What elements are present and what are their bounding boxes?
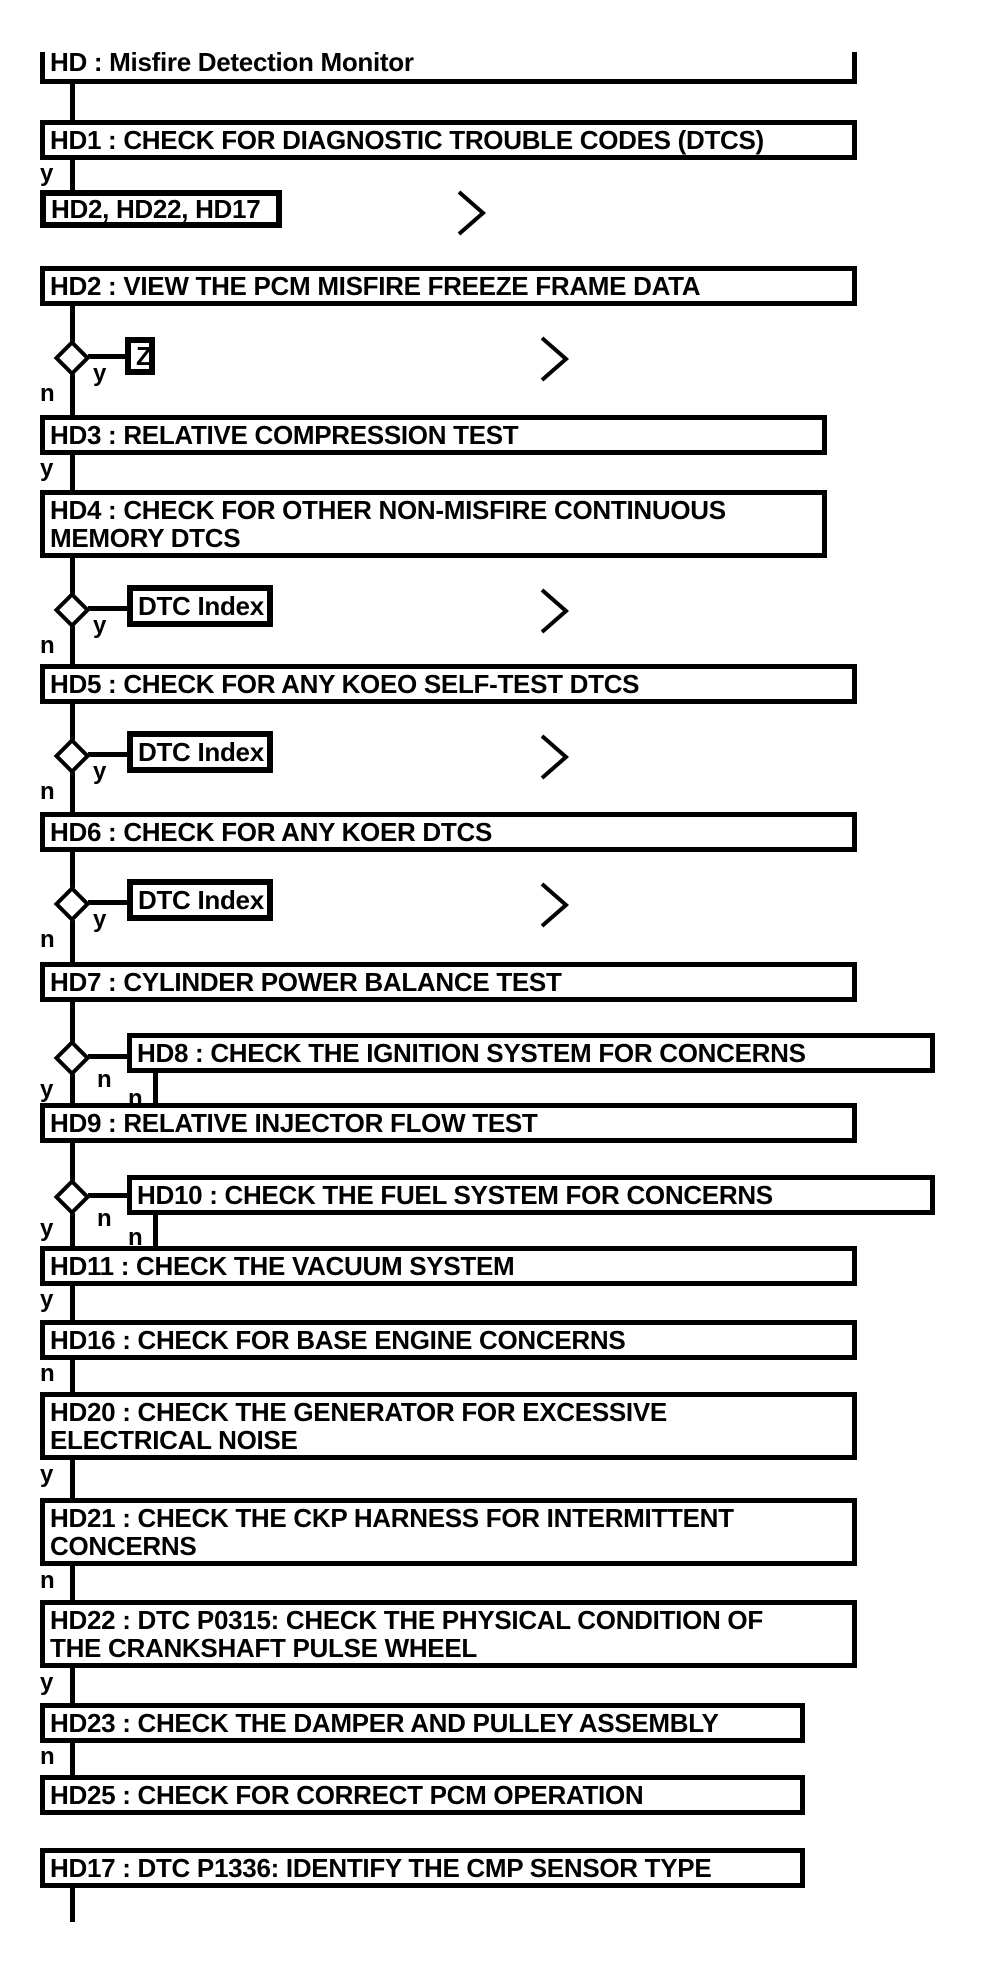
yes-label: y <box>93 360 107 387</box>
connector-line <box>70 84 75 120</box>
connector-line <box>70 1743 75 1777</box>
yes-label: y <box>40 1286 54 1313</box>
node-hd23: HD23 : CHECK THE DAMPER AND PULLEY ASSEM… <box>40 1703 805 1743</box>
yes-label: y <box>93 906 107 933</box>
no-label: n <box>128 1224 143 1251</box>
connector-line <box>70 772 75 814</box>
decision-diamond <box>53 591 91 629</box>
decision-diamond <box>53 885 91 923</box>
no-label: n <box>40 1360 55 1387</box>
node-hd20: HD20 : CHECK THE GENERATOR FOR EXCESSIVE… <box>40 1392 857 1460</box>
connector-line <box>70 1074 75 1105</box>
branch-line <box>88 900 130 905</box>
no-label: n <box>128 1085 143 1112</box>
branch-line <box>88 752 130 757</box>
connector-line <box>70 1360 75 1394</box>
connector-line <box>70 704 75 740</box>
yes-label: y <box>40 1076 54 1103</box>
connector-line <box>70 852 75 888</box>
connector-line <box>70 1668 75 1705</box>
node-hd17: HD17 : DTC P1336: IDENTIFY THE CMP SENSO… <box>40 1848 805 1888</box>
connector-line <box>70 374 75 417</box>
node-dtc-index: DTC Index <box>127 879 273 921</box>
yes-label: y <box>40 455 54 482</box>
branch-line <box>88 1054 130 1059</box>
node-hd22: HD22 : DTC P0315: CHECK THE PHYSICAL CON… <box>40 1600 857 1668</box>
node-hd25: HD25 : CHECK FOR CORRECT PCM OPERATION <box>40 1775 805 1815</box>
decision-diamond <box>53 339 91 377</box>
branch-line <box>88 1193 130 1198</box>
connector-line <box>70 1286 75 1322</box>
no-label: n <box>40 1567 55 1594</box>
branch-line <box>88 606 130 611</box>
node-hd6: HD6 : CHECK FOR ANY KOER DTCS <box>40 812 857 852</box>
continue-chevron-icon <box>538 881 570 929</box>
yes-label: y <box>93 758 107 785</box>
continue-chevron-icon <box>538 733 570 781</box>
no-label: n <box>40 632 55 659</box>
connector-line <box>70 626 75 666</box>
continue-chevron-icon <box>538 587 570 635</box>
node-hd4: HD4 : CHECK FOR OTHER NON-MISFIRE CONTIN… <box>40 490 827 558</box>
decision-diamond <box>53 1178 91 1216</box>
flowchart-title: HD : Misfire Detection Monitor <box>40 47 857 84</box>
node-dtc-index: DTC Index <box>127 585 273 627</box>
connector-line <box>70 920 75 964</box>
node-ref-hd2-hd22-hd17: HD2, HD22, HD17 <box>40 190 282 228</box>
no-label: n <box>40 380 55 407</box>
yes-label: y <box>40 160 54 187</box>
yes-label: y <box>93 612 107 639</box>
connector-tail-line <box>70 1887 75 1922</box>
node-hd8: HD8 : CHECK THE IGNITION SYSTEM FOR CONC… <box>127 1033 935 1073</box>
connector-line <box>70 1002 75 1042</box>
decision-diamond <box>53 1039 91 1077</box>
node-hd10: HD10 : CHECK THE FUEL SYSTEM FOR CONCERN… <box>127 1175 935 1215</box>
no-label: n <box>40 778 55 805</box>
no-label: n <box>40 926 55 953</box>
yes-label: y <box>40 1669 54 1696</box>
node-hd16: HD16 : CHECK FOR BASE ENGINE CONCERNS <box>40 1320 857 1360</box>
branch-return-line <box>153 1213 158 1248</box>
node-hd3: HD3 : RELATIVE COMPRESSION TEST <box>40 415 827 455</box>
node-hd5: HD5 : CHECK FOR ANY KOEO SELF-TEST DTCS <box>40 664 857 704</box>
connector-line <box>70 160 75 192</box>
node-hd21: HD21 : CHECK THE CKP HARNESS FOR INTERMI… <box>40 1498 857 1566</box>
continue-chevron-icon <box>538 335 570 383</box>
yes-label: y <box>40 1215 54 1242</box>
node-z-connector: Z <box>125 337 155 375</box>
continue-chevron-icon <box>455 189 487 237</box>
node-hd2: HD2 : VIEW THE PCM MISFIRE FREEZE FRAME … <box>40 266 857 306</box>
connector-line <box>70 1143 75 1181</box>
node-hd1: HD1 : CHECK FOR DIAGNOSTIC TROUBLE CODES… <box>40 120 857 160</box>
node-hd11: HD11 : CHECK THE VACUUM SYSTEM <box>40 1246 857 1286</box>
connector-line <box>70 558 75 594</box>
node-hd7: HD7 : CYLINDER POWER BALANCE TEST <box>40 962 857 1002</box>
connector-line <box>70 1460 75 1500</box>
yes-label: y <box>40 1461 54 1488</box>
node-hd9: HD9 : RELATIVE INJECTOR FLOW TEST <box>40 1103 857 1143</box>
decision-diamond <box>53 737 91 775</box>
connector-line <box>70 1566 75 1602</box>
node-dtc-index: DTC Index <box>127 731 273 773</box>
no-label: n <box>40 1743 55 1770</box>
branch-line <box>88 354 127 359</box>
connector-line <box>70 1213 75 1248</box>
connector-line <box>70 455 75 492</box>
no-label: n <box>97 1205 112 1232</box>
connector-line <box>70 306 75 342</box>
no-label: n <box>97 1066 112 1093</box>
branch-return-line <box>153 1073 158 1105</box>
